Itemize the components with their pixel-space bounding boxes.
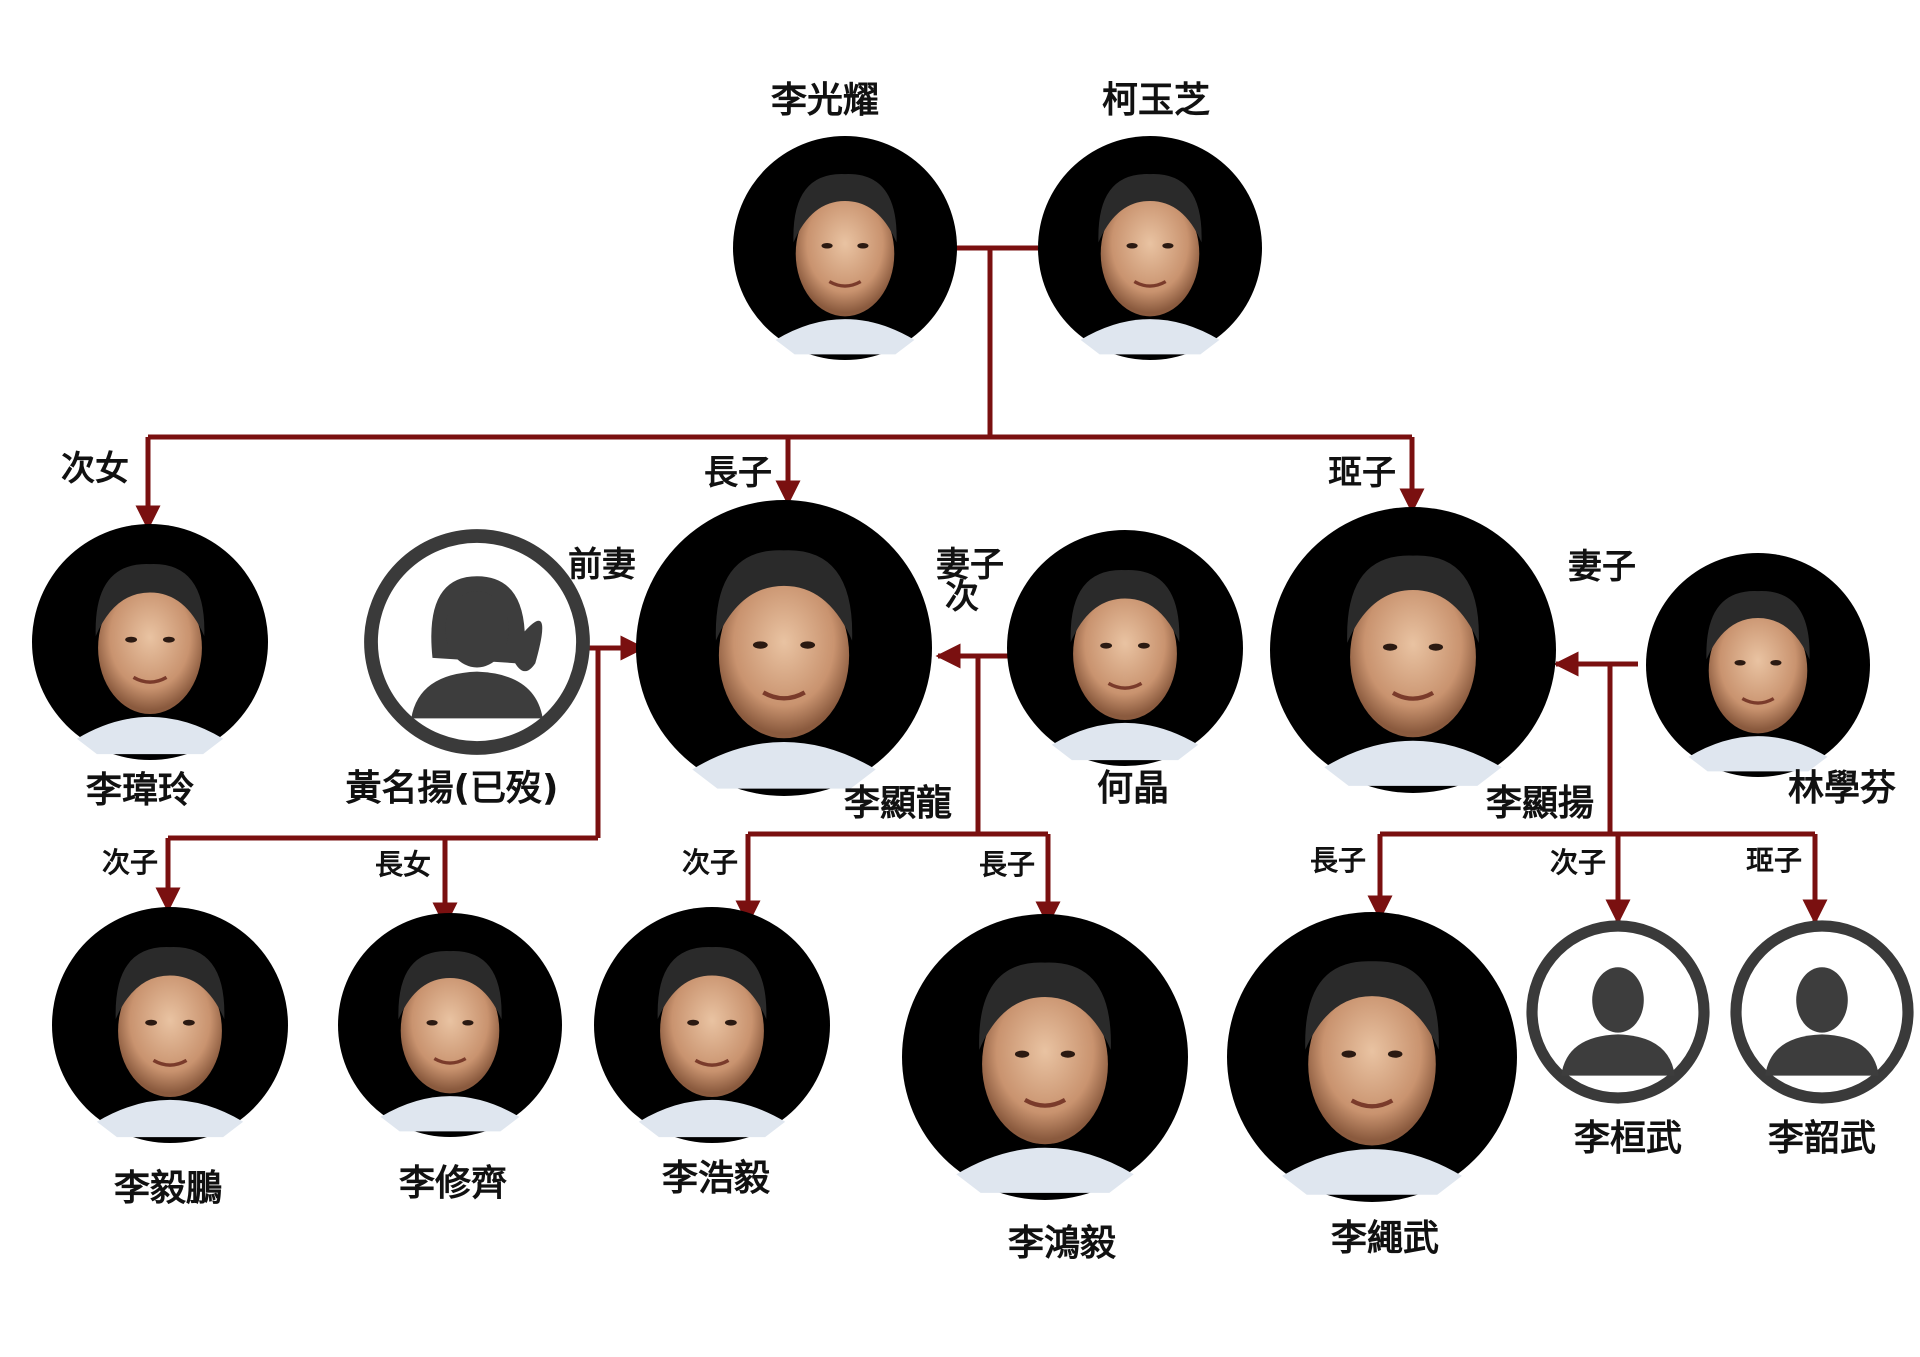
person-node-lhl: 李顯龍 — [636, 500, 952, 824]
relation-label-lsf-spouse: 妻子 — [1568, 547, 1636, 587]
male-silhouette-icon — [1730, 920, 1914, 1104]
photo-portrait-icon — [733, 136, 957, 360]
person-name-lhw: 李桓武 — [1574, 1118, 1682, 1159]
person-node-lsw: 李繩武 — [1227, 912, 1517, 1259]
person-name-lyp: 李毅鵬 — [114, 1167, 222, 1209]
person-node-lky: 李光耀 — [733, 80, 957, 360]
person-node-lxq: 李修齊 — [338, 913, 562, 1204]
photo-portrait-icon — [1270, 507, 1556, 793]
person-node-hc: 何晶 — [1007, 530, 1243, 809]
relation-label-lwl: 次女 — [61, 449, 129, 489]
person-name-lhy2: 李浩毅 — [662, 1157, 771, 1199]
relation-label-lhw: 次子 — [1550, 846, 1606, 879]
photo-portrait-icon — [52, 907, 288, 1143]
person-name-lsf: 林學芬 — [1788, 768, 1896, 809]
person-node-lhw: 李桓武 — [1526, 920, 1710, 1159]
relation-label-wmy-spouse: 前妻 — [568, 545, 636, 585]
person-name-wmy: 黃名揚(已歿) — [346, 768, 559, 809]
photo-portrait-icon — [902, 914, 1188, 1200]
connector-lines — [135, 245, 1828, 928]
person-name-lshw: 李韶武 — [1768, 1118, 1876, 1159]
person-name-lsw: 李繩武 — [1331, 1218, 1439, 1259]
photo-portrait-icon — [1646, 553, 1870, 777]
relation-label-lsw: 長子 — [1310, 844, 1366, 877]
relation-label-lhongyi: 長子 — [979, 848, 1035, 881]
photo-portrait-icon — [1007, 530, 1243, 766]
relation-label-lyp: 次子 — [102, 846, 158, 879]
person-node-lhongyi: 李鴻毅 — [902, 914, 1188, 1264]
relation-label-hc-spouse: 妻子 — [936, 545, 1004, 585]
person-name-lwl: 李瑋玲 — [86, 770, 194, 811]
person-name-hc: 何晶 — [1097, 768, 1169, 809]
person-node-lhy: 李顯揚 — [1270, 507, 1594, 824]
photo-portrait-icon — [32, 524, 268, 760]
person-name-kgc: 柯玉芝 — [1102, 80, 1210, 121]
relation-labels: 次女 長子 㺿子 前妻 妻子 次 妻子 次子 長女 次子 長子 長子 次子 㺿子 — [61, 449, 1802, 881]
person-node-lyp: 李毅鵬 — [52, 907, 288, 1209]
person-name-lky: 李光耀 — [771, 80, 879, 121]
relation-label-lhl: 長子 — [704, 453, 772, 493]
photo-portrait-icon — [1227, 912, 1517, 1202]
person-name-lhl: 李顯龍 — [844, 783, 952, 824]
photo-portrait-icon — [594, 907, 830, 1143]
person-node-kgc: 柯玉芝 — [1038, 80, 1262, 360]
person-node-lwl: 李瑋玲 — [32, 524, 268, 811]
person-node-lhy2: 李浩毅 — [594, 907, 830, 1199]
photo-portrait-icon — [1038, 136, 1262, 360]
person-name-lhongyi: 李鴻毅 — [1008, 1222, 1117, 1264]
person-node-lshw: 李韶武 — [1730, 920, 1914, 1159]
person-name-lxq: 李修齊 — [399, 1163, 507, 1204]
relation-label-lhy: 㺿子 — [1328, 453, 1396, 493]
female-silhouette-icon — [364, 529, 590, 755]
person-node-wmy: 黃名揚(已歿) — [346, 529, 590, 809]
person-node-lsf: 林學芬 — [1646, 553, 1896, 809]
relation-label-lhy2: 次子 — [682, 846, 738, 879]
male-silhouette-icon — [1526, 920, 1710, 1104]
person-name-lhy: 李顯揚 — [1486, 783, 1594, 824]
relation-label-hc-spouse-second: 次 — [945, 577, 979, 617]
photo-portrait-icon — [636, 500, 932, 796]
relation-label-lxq: 長女 — [375, 848, 431, 881]
relation-label-lshw: 㺿子 — [1746, 844, 1802, 877]
photo-portrait-icon — [338, 913, 562, 1137]
